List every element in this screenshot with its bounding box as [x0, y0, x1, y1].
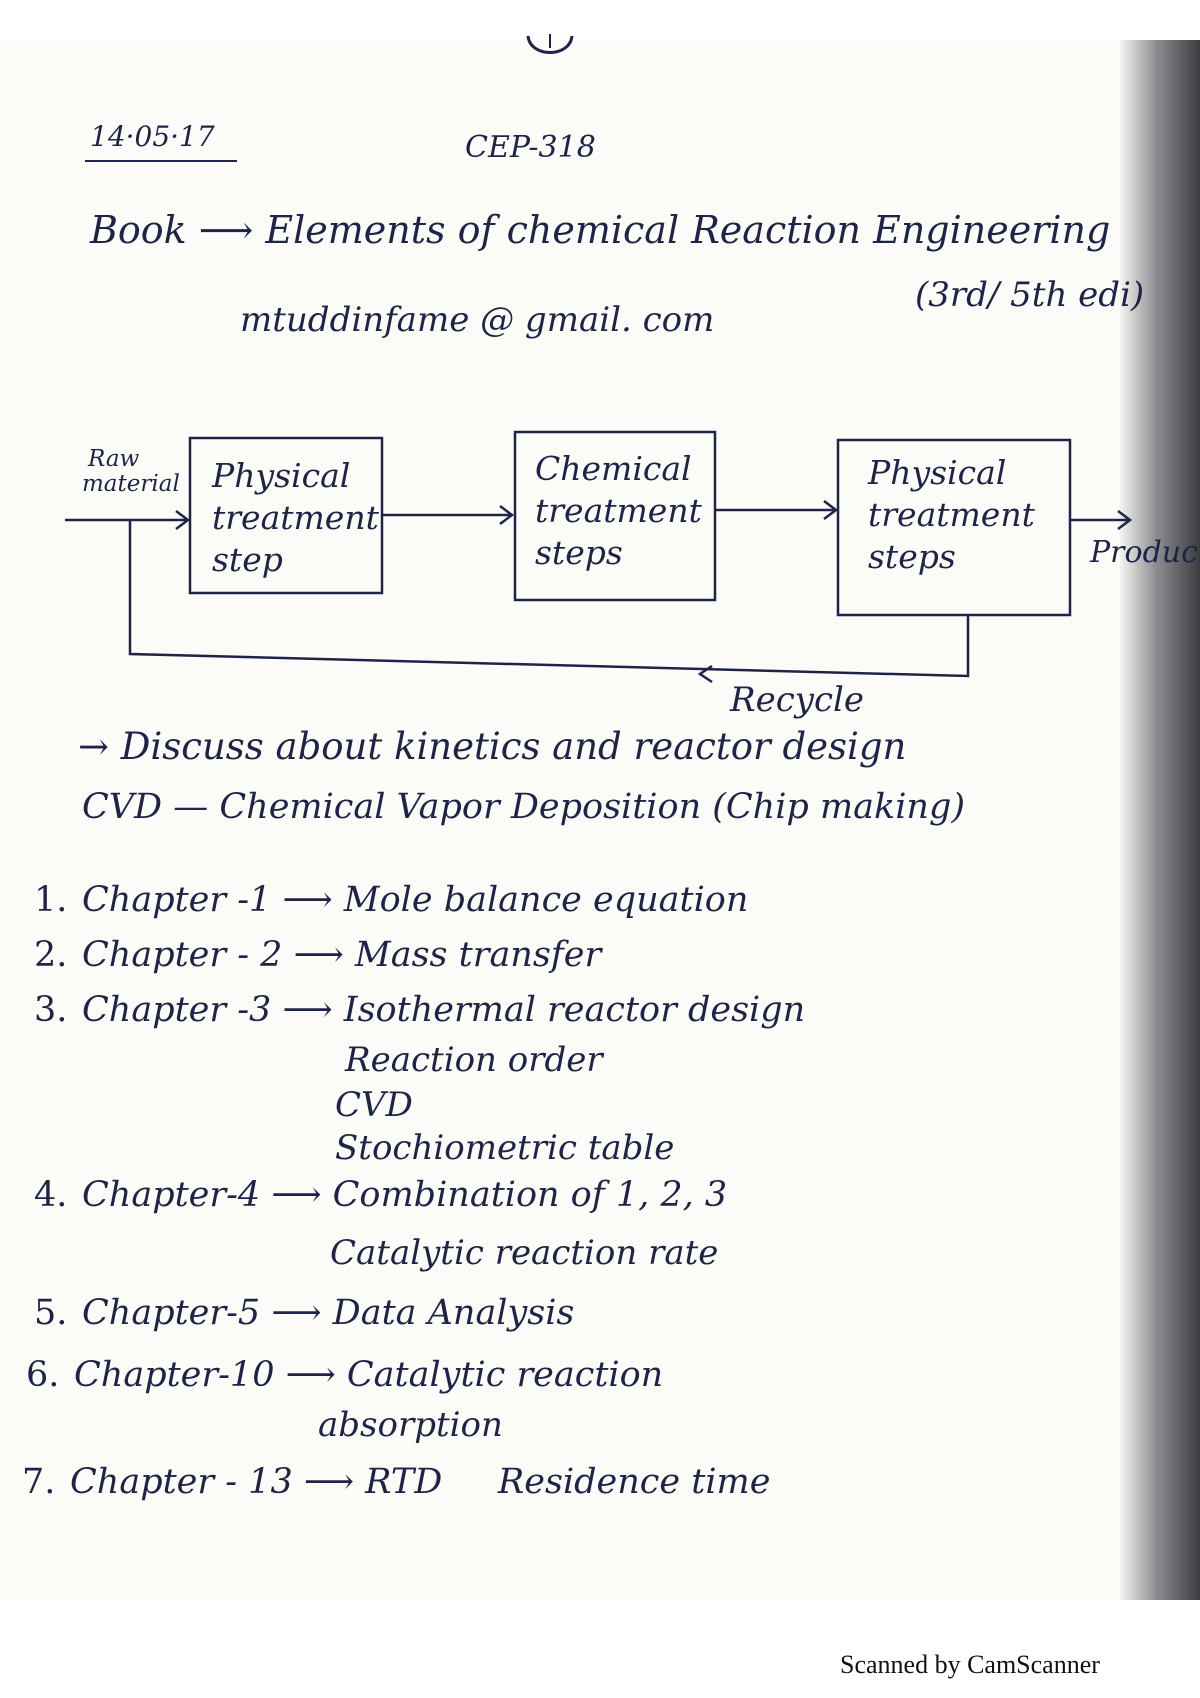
chapter-topic: Mole balance equation	[343, 880, 749, 920]
chapter-item-5: 5. Chapter-5 ⟶ Data Analysis	[34, 1293, 574, 1333]
chapter-name: Chapter - 2	[82, 935, 283, 975]
box2-line3: steps	[535, 533, 623, 572]
page-number-mark	[526, 34, 574, 54]
arrow-glyph: ⟶	[292, 1462, 366, 1502]
arrow-glyph: ⟶	[271, 990, 344, 1030]
box2-text: Chemical treatment steps	[535, 448, 702, 574]
chapter-topic: Mass transfer	[354, 935, 602, 975]
chapter-number: 5.	[34, 1293, 68, 1333]
raw-label-line2: material	[82, 471, 180, 497]
box2-line2: treatment	[535, 491, 702, 530]
chapter-topic: RTD Residence time	[365, 1462, 771, 1502]
chapter-4-sub-1: Catalytic reaction rate	[330, 1233, 719, 1273]
box-chemical-treatment	[513, 430, 717, 602]
recycle-loop	[128, 520, 970, 678]
chapter-number: 7.	[22, 1462, 56, 1502]
chapter-6-sub-1: absorption	[318, 1405, 503, 1445]
arrow-glyph: ⟶	[260, 1175, 333, 1215]
email-address: mtuddinfame @ gmail. com	[240, 300, 715, 340]
product-label: Produc	[1090, 535, 1198, 570]
chapter-topic: Catalytic reaction	[346, 1355, 664, 1395]
recycle-arrow-head	[697, 664, 713, 684]
chapter-item-3: 3. Chapter -3 ⟶ Isothermal reactor design	[34, 990, 805, 1030]
box2-line1: Chemical	[535, 449, 692, 488]
box1-text: Physical treatment step	[212, 455, 379, 581]
chapter-item-1: 1. Chapter -1 ⟶ Mole balance equation	[34, 880, 748, 920]
chapter-number: 4.	[34, 1175, 68, 1215]
chapter-name: Chapter -3	[82, 990, 272, 1030]
chapter-name: Chapter - 13	[70, 1462, 293, 1502]
box1-line2: treatment	[212, 498, 379, 537]
scanner-watermark: Scanned by CamScanner	[840, 1650, 1100, 1679]
box-physical-treatment-2	[836, 438, 1072, 617]
box1-line3: step	[212, 540, 283, 579]
notebook-page	[0, 40, 1160, 1600]
box3-text: Physical treatment steps	[868, 452, 1035, 578]
chapter-number: 2.	[34, 935, 68, 975]
chapter-name: Chapter -1	[82, 880, 272, 920]
chapter-number: 6.	[26, 1355, 60, 1395]
chapter-number: 1.	[34, 880, 68, 920]
process-flow-diagram	[65, 430, 1133, 684]
arrow-glyph: ⟶	[260, 1293, 333, 1333]
arrow-glyph: ⟶	[271, 880, 344, 920]
scan-edge-shadow	[1120, 40, 1200, 1600]
box3-line1: Physical	[868, 453, 1007, 492]
note-discuss: → Discuss about kinetics and reactor des…	[78, 725, 907, 768]
box3-line3: steps	[868, 537, 956, 576]
recycle-label: Recycle	[730, 680, 865, 720]
course-code: CEP-318	[465, 130, 596, 165]
chapter-topic: Data Analysis	[332, 1293, 575, 1333]
chapter-item-2: 2. Chapter - 2 ⟶ Mass transfer	[34, 935, 601, 975]
book-title: Book ⟶ Elements of chemical Reaction Eng…	[90, 208, 1111, 252]
chapter-item-7: 7. Chapter - 13 ⟶ RTD Residence time	[22, 1462, 770, 1502]
arrow-glyph: ⟶	[274, 1355, 347, 1395]
date-underline	[85, 160, 237, 162]
chapter-number: 3.	[34, 990, 68, 1030]
chapter-3-sub-3: Stochiometric table	[335, 1128, 675, 1168]
chapter-item-4: 4. Chapter-4 ⟶ Combination of 1, 2, 3	[34, 1175, 727, 1215]
box3-line2: treatment	[868, 495, 1035, 534]
note-cvd: CVD — Chemical Vapor Deposition (Chip ma…	[82, 787, 965, 827]
chapter-topic: Isothermal reactor design	[343, 990, 806, 1030]
chapter-3-sub-1: Reaction order	[345, 1040, 603, 1080]
date: 14·05·17	[90, 120, 215, 153]
box1-line1: Physical	[212, 456, 351, 495]
chapter-topic: Combination of 1, 2, 3	[332, 1175, 728, 1215]
book-edition: (3rd/ 5th edi)	[915, 275, 1145, 315]
input-arrow-head	[175, 510, 191, 530]
arrow-glyph: ⟶	[282, 935, 355, 975]
chapter-name: Chapter-10	[74, 1355, 275, 1395]
chapter-item-6: 6. Chapter-10 ⟶ Catalytic reaction	[26, 1355, 663, 1395]
raw-label-line1: Raw	[88, 446, 140, 472]
chapter-name: Chapter-4	[82, 1175, 261, 1215]
chapter-name: Chapter-5	[82, 1293, 261, 1333]
chapter-3-sub-2: CVD	[335, 1085, 413, 1125]
